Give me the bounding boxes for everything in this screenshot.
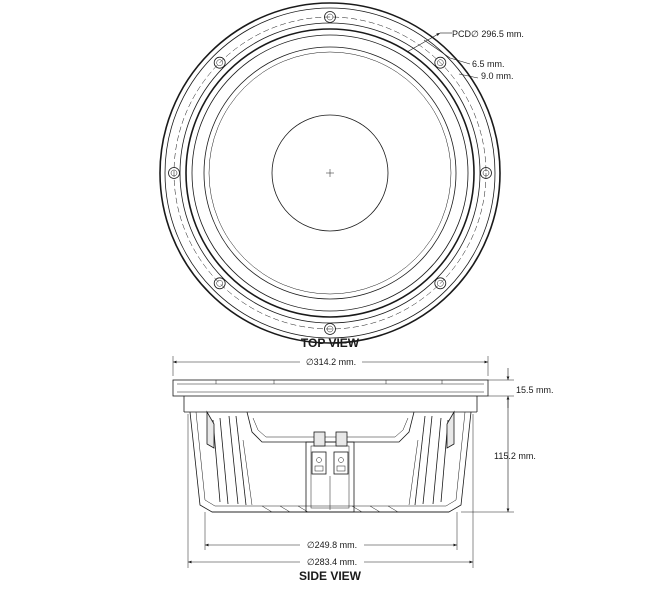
outer-diameter-label: ∅314.2 mm. — [306, 357, 356, 367]
hole-callout: 9.0 mm. — [458, 71, 514, 81]
mounting-hole — [480, 167, 492, 179]
center-mark — [326, 169, 334, 177]
slot-callout: 6.5 mm. — [423, 39, 505, 69]
rim-inner-line — [164, 7, 496, 339]
terminal-positive — [335, 431, 348, 447]
pcd-callout: PCD∅ 296.5 mm. — [406, 29, 524, 53]
mounting-hole — [324, 11, 336, 23]
mounting-holes — [168, 11, 492, 335]
pcd-circle — [173, 16, 487, 330]
dust-cap — [271, 114, 389, 232]
basket-frame — [189, 410, 472, 513]
pcd-label: PCD∅ 296.5 mm. — [452, 29, 524, 39]
flange-height-label: 15.5 mm. — [516, 385, 554, 395]
mounting-flange — [172, 379, 489, 413]
surround-outer — [191, 34, 469, 312]
cone-edge — [208, 51, 452, 295]
side-view: ∅314.2 mm. — [172, 356, 554, 583]
top-view: PCD∅ 296.5 mm. 6.5 mm. 9.0 mm. TOP VIEW — [159, 2, 524, 350]
mounting-hole — [324, 323, 336, 335]
total-height-label: 115.2 mm. — [494, 451, 536, 461]
gasket-outer — [179, 22, 481, 324]
mounting-hole — [168, 167, 180, 179]
outer-diameter-dimension: ∅314.2 mm. — [172, 356, 489, 376]
gasket-inner — [185, 28, 475, 318]
top-view-title: TOP VIEW — [301, 336, 360, 350]
flange-height-dimension: 15.5 mm. — [488, 368, 554, 408]
surround-inner — [203, 46, 457, 300]
side-view-title: SIDE VIEW — [299, 569, 362, 583]
total-height-dimension: 115.2 mm. — [461, 398, 536, 513]
frame-diameter-label: ∅283.4 mm. — [307, 557, 357, 567]
frame-diameter-dimension: ∅283.4 mm. — [187, 414, 474, 568]
outer-rim — [159, 2, 501, 344]
mounting-hole — [213, 277, 226, 290]
terminal-block — [305, 431, 355, 513]
hole-label: 9.0 mm. — [481, 71, 514, 81]
mounting-hole — [213, 56, 226, 69]
slot-label: 6.5 mm. — [472, 59, 505, 69]
mounting-hole — [434, 277, 447, 290]
magnet-diameter-label: ∅249.8 mm. — [307, 540, 357, 550]
terminal-negative — [313, 431, 326, 447]
magnet-diameter-dimension: ∅249.8 mm. — [204, 512, 458, 550]
mounting-hole — [434, 56, 447, 69]
